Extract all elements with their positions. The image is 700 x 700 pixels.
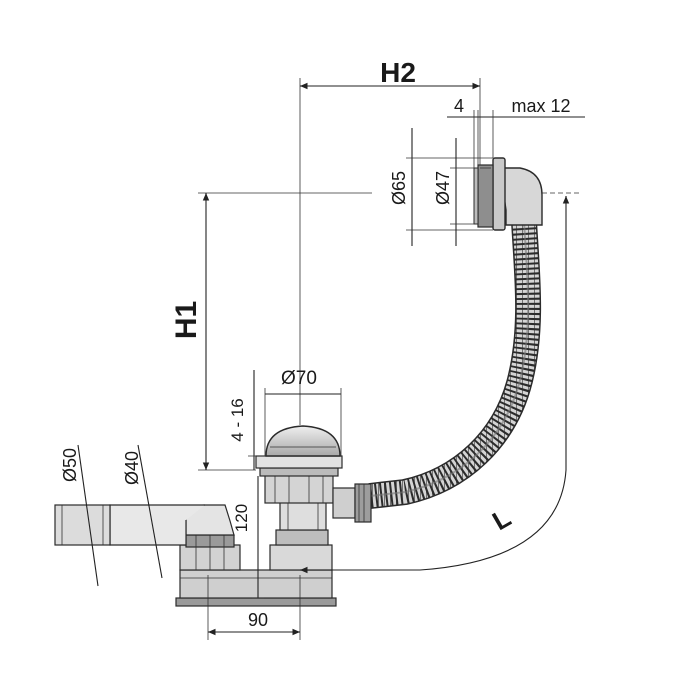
d90-label: 90 [248,610,268,630]
l-label: L [487,502,516,536]
d40-label: Ø40 [122,451,142,485]
d120-label: 120 [232,504,251,532]
d47-label: Ø47 [433,171,453,205]
drain-body [175,425,372,607]
outlet-pipe [54,504,241,571]
dim-4-label: 4 [454,96,464,116]
h2-label: H2 [380,57,416,88]
overflow-head [473,157,543,231]
d70-label: Ø70 [281,368,317,389]
d65-label: Ø65 [389,171,409,205]
range-4-16-label: 4 - 16 [228,398,247,441]
overflow-hose [368,199,542,509]
d50-label: Ø50 [60,448,80,482]
h1-label: H1 [170,301,203,339]
max12-label: max 12 [511,96,570,116]
dimension-lines [77,78,585,640]
